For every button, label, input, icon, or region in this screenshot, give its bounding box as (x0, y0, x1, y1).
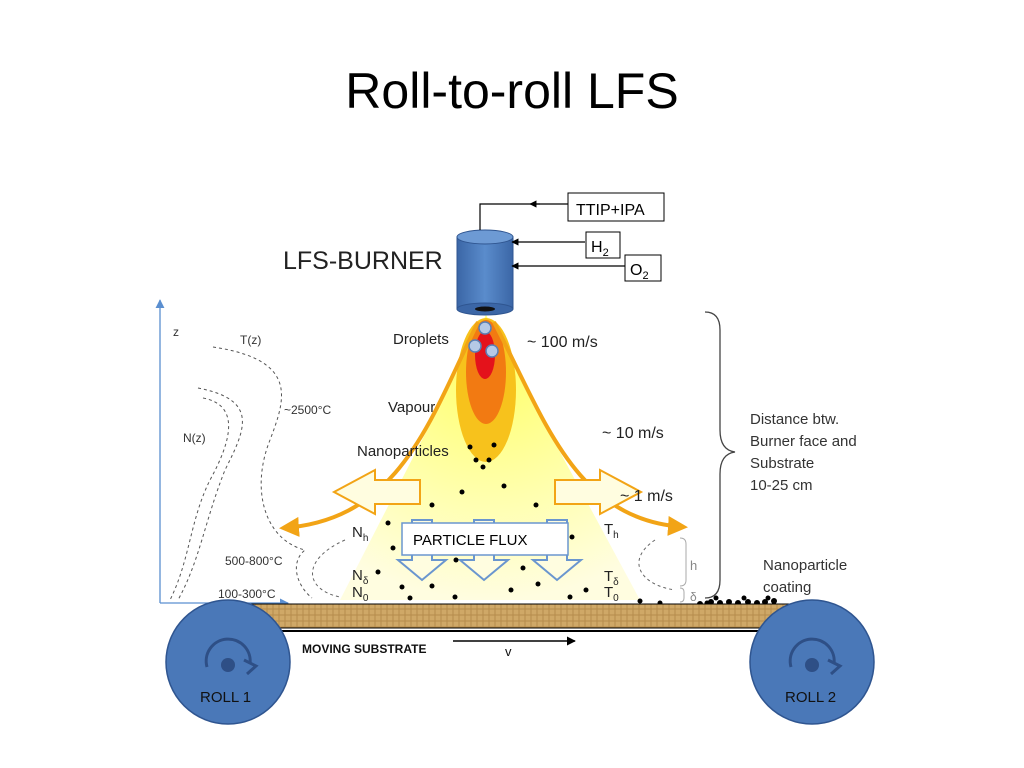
nanoparticles-label: Nanoparticles (357, 443, 449, 460)
ttip-input-label: TTIP+IPA (576, 202, 645, 219)
particle-flux-box (401, 522, 569, 556)
delta-bracket (679, 587, 685, 603)
n-curve (177, 387, 243, 601)
t-curve (212, 346, 313, 599)
ttip-input-box (567, 192, 665, 222)
distance-note-line4: 10-25 cm (750, 477, 813, 494)
roll-1-label: ROLL 1 (200, 689, 251, 706)
burner-label: LFS-BURNER (283, 247, 443, 275)
temp-low-label: 100-300°C (218, 587, 276, 601)
velocity-100-label: ~ 100 m/s (527, 334, 598, 351)
flow-arrow-left (331, 468, 421, 516)
n-delta-label: Nδ (352, 567, 369, 587)
streamline-right (492, 321, 688, 536)
boundary-layer-curve-left (312, 539, 346, 598)
distance-note-line3: Substrate (750, 455, 814, 472)
moving-substrate (221, 603, 813, 629)
boundary-layer-curve-right (638, 539, 676, 591)
o2-input-box (624, 254, 662, 282)
velocity-1-label: ~ 1 m/s (620, 488, 673, 505)
flow-arrow-right (554, 468, 644, 516)
temp-high-label: ~2500°C (284, 403, 332, 417)
coating-label-line1: Nanoparticle (763, 557, 847, 574)
streamline-left (279, 321, 480, 537)
droplets-label: Droplets (393, 331, 449, 348)
roll-1 (165, 599, 291, 725)
h-bracket (679, 537, 687, 587)
z-axis-label: z (173, 325, 179, 339)
particle-flux-label: PARTICLE FLUX (413, 532, 527, 549)
coating-label-line2: coating (763, 579, 811, 596)
h-label: h (690, 558, 697, 573)
delta-label: δ (690, 590, 697, 604)
droplet (485, 344, 499, 358)
h2-input-label: H2 (591, 239, 609, 259)
t-h-label: Th (604, 521, 619, 541)
roll-2 (749, 599, 875, 725)
distance-note-line2: Burner face and (750, 433, 857, 450)
droplet (468, 339, 482, 353)
roll-2-label: ROLL 2 (785, 689, 836, 706)
o2-input-label: O2 (630, 262, 649, 282)
distance-note-line1: Distance btw. (750, 411, 839, 428)
n-curve-label: N(z) (183, 431, 206, 445)
t-0-label: T0 (604, 584, 619, 604)
n-curve-secondary (169, 397, 229, 601)
droplet (478, 321, 492, 335)
h2-input-box (585, 231, 621, 259)
temp-mid-label: 500-800°C (225, 554, 283, 568)
lfs-burner (456, 229, 514, 316)
ttip-feed-line (479, 203, 568, 230)
slide-title: Roll-to-roll LFS (345, 63, 679, 119)
nanoparticle-dots (375, 442, 710, 606)
t-delta-label: Tδ (604, 568, 619, 588)
t-curve-label: T(z) (240, 333, 261, 347)
n-0-label: N0 (352, 584, 369, 604)
moving-substrate-label: MOVING SUBSTRATE (302, 642, 426, 656)
n-h-label: Nh (352, 524, 368, 544)
velocity-10-label: ~ 10 m/s (602, 425, 664, 442)
vapour-label: Vapour (388, 399, 435, 416)
substrate-velocity-label: v (505, 644, 512, 659)
distance-brace (704, 311, 736, 599)
